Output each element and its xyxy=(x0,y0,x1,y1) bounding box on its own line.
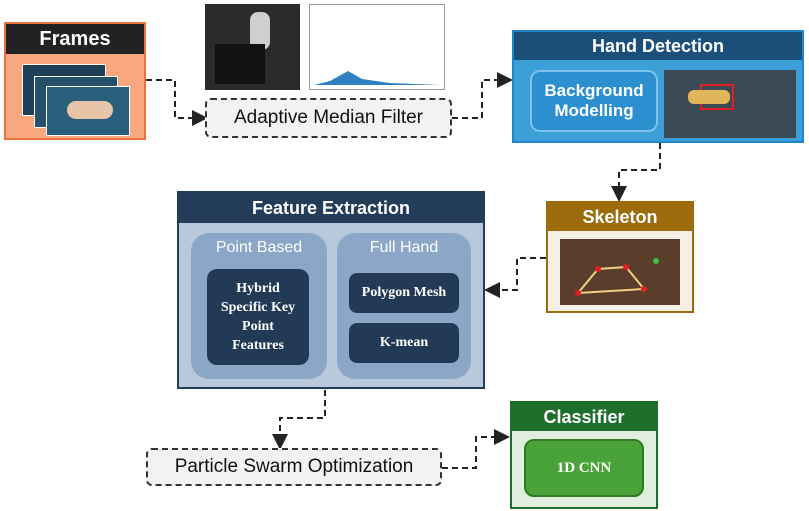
classifier-header: Classifier xyxy=(512,403,656,431)
background-modelling-box: Background Modelling xyxy=(530,70,658,132)
arm-shadow xyxy=(215,44,265,84)
histogram-curve xyxy=(314,71,440,85)
skeleton-block: Skeleton xyxy=(546,201,694,313)
frame-image-front xyxy=(46,86,130,136)
arrow-hand-to-skeleton xyxy=(611,143,661,202)
full-hand-title: Full Hand xyxy=(369,239,439,256)
hand-detection-image xyxy=(664,70,796,138)
arrow-skeleton-to-features xyxy=(484,257,546,298)
hand-photo xyxy=(688,90,730,104)
arrow-pso-to-classifier xyxy=(442,429,510,469)
feature-extraction-header: Feature Extraction xyxy=(179,193,483,223)
point-based-panel: Point Based Hybrid Specific Key Point Fe… xyxy=(191,233,327,379)
frames-block: Frames xyxy=(4,22,146,140)
hand-silhouette xyxy=(250,12,270,50)
arrow-features-to-pso xyxy=(272,390,326,450)
1d-cnn-box: 1D CNN xyxy=(524,439,644,497)
skeleton-image xyxy=(560,239,680,305)
hand-photo xyxy=(67,101,113,119)
histogram-plot xyxy=(309,4,445,90)
skeleton-header: Skeleton xyxy=(548,203,692,231)
adaptive-median-filter-label: Adaptive Median Filter xyxy=(233,107,424,128)
adaptive-median-filter-box: Adaptive Median Filter xyxy=(205,98,452,138)
polygon-mesh-box: Polygon Mesh xyxy=(349,273,459,313)
pso-label: Particle Swarm Optimization xyxy=(174,456,414,477)
hand-detection-header: Hand Detection xyxy=(514,32,802,60)
filter-preview-image xyxy=(205,4,300,90)
pso-box: Particle Swarm Optimization xyxy=(146,448,442,486)
skeleton-points xyxy=(575,258,659,296)
arrow-frames-to-filter xyxy=(146,79,208,126)
classifier-block: Classifier 1D CNN xyxy=(510,401,658,509)
point-based-title: Point Based xyxy=(215,239,303,256)
feature-extraction-block: Feature Extraction Point Based Hybrid Sp… xyxy=(177,191,485,389)
arrow-filter-to-hand xyxy=(452,72,513,119)
frames-header: Frames xyxy=(6,24,144,54)
hybrid-key-point-box: Hybrid Specific Key Point Features xyxy=(207,269,309,365)
full-hand-panel: Full Hand Polygon Mesh K-mean xyxy=(337,233,471,379)
hand-detection-block: Hand Detection Background Modelling xyxy=(512,30,804,143)
k-mean-box: K-mean xyxy=(349,323,459,363)
